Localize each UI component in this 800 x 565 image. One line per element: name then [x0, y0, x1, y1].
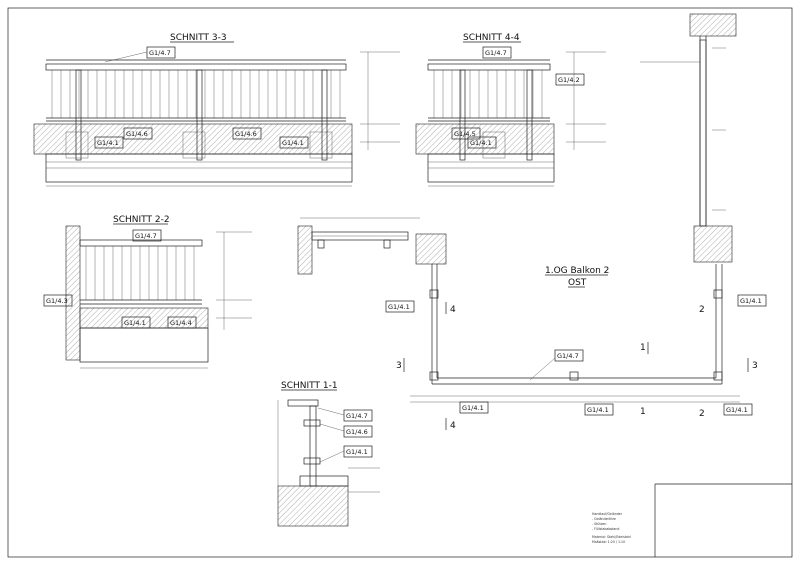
svg-text:4: 4: [450, 421, 456, 431]
section-1-1-title: SCHNITT 1-1: [281, 381, 338, 391]
svg-text:1: 1: [640, 343, 646, 353]
tag-g147-s11: G1/4.7: [317, 407, 373, 422]
section-marker-1-top: 1: [640, 342, 649, 354]
tag-g141-plan-right-bottom: G1/4.1: [723, 403, 753, 416]
tag-g146-s33-a: G1/4.6: [123, 127, 153, 140]
tag-g141-plan-left-top: G1/4.1: [385, 300, 415, 313]
svg-text:G1/4.1: G1/4.1: [726, 406, 748, 414]
svg-text:G1/4.1: G1/4.1: [462, 404, 484, 412]
sheet-border: [7, 7, 793, 558]
svg-text:4: 4: [450, 305, 456, 315]
tag-g141-plan-left-bottom: G1/4.1: [459, 401, 489, 414]
tag-g146-s11: G1/4.6: [319, 423, 373, 438]
svg-text:- Stützen: - Stützen: [592, 522, 606, 526]
svg-text:G1/4.1: G1/4.1: [97, 139, 119, 147]
plan-title: 1.OG Balkon 2: [545, 266, 609, 276]
title-block: Handlauf/Geländer - Geländeröhre - Stütz…: [592, 483, 792, 557]
balcony-plan: 1.OG Balkon 2 OST 4 4 2 2: [396, 233, 758, 431]
tag-g141-plan-mid-bottom: G1/4.1: [584, 403, 614, 416]
svg-text:G1/4.5: G1/4.5: [454, 130, 476, 138]
tag-g141-s22: G1/4.1: [121, 316, 151, 329]
svg-text:G1/4.1: G1/4.1: [388, 303, 410, 311]
section-marker-2-top: 2: [699, 305, 705, 315]
svg-text:G1/4.7: G1/4.7: [135, 232, 157, 240]
tag-g141-s33-b: G1/4.1: [279, 136, 309, 149]
section-3-3-balusters: [51, 70, 341, 118]
tag-g147-s22: G1/4.7: [132, 229, 162, 242]
section-3-3-title: SCHNITT 3-3: [170, 33, 227, 43]
tag-g141-s11: G1/4.1: [319, 445, 373, 463]
section-4-4: SCHNITT 4-4: [415, 33, 606, 187]
section-marker-2-bottom: 2: [699, 409, 705, 419]
section-4-4-balusters: [433, 70, 543, 118]
vertical-detail: [640, 13, 737, 263]
section-marker-3-left: 3: [396, 358, 405, 372]
svg-text:Handlauf/Geländer: Handlauf/Geländer: [592, 512, 623, 516]
svg-text:G1/4.6: G1/4.6: [235, 130, 257, 138]
svg-text:G1/4.6: G1/4.6: [346, 428, 368, 436]
svg-text:G1/4.7: G1/4.7: [346, 412, 368, 420]
svg-text:Maßstab: 1:20 / 1:10: Maßstab: 1:20 / 1:10: [592, 540, 625, 544]
tag-g146-s33-b: G1/4.6: [232, 127, 262, 140]
tag-g147-plan: G1/4.7: [529, 349, 584, 381]
tag-g141-s33-a: G1/4.1: [94, 136, 124, 149]
svg-text:3: 3: [396, 361, 402, 371]
tag-g141-s44: G1/4.1: [467, 136, 497, 149]
tag-g141-plan-right-top: G1/4.1: [737, 294, 767, 307]
svg-text:G1/4.6: G1/4.6: [126, 130, 148, 138]
svg-text:G1/4.1: G1/4.1: [587, 406, 609, 414]
svg-text:G1/4.7: G1/4.7: [485, 49, 507, 57]
tag-g143-s22: G1/4.3: [43, 294, 73, 307]
section-2-2-balusters: [85, 246, 195, 300]
section-4-4-title: SCHNITT 4-4: [463, 33, 520, 43]
svg-text:G1/4.4: G1/4.4: [170, 319, 192, 327]
svg-text:G1/4.2: G1/4.2: [558, 76, 580, 84]
section-marker-3-right: 3: [747, 358, 758, 372]
section-2-2: SCHNITT 2-2: [65, 215, 252, 369]
tag-g142-s44: G1/4.2: [555, 73, 585, 86]
tag-g145-s44: G1/4.5: [451, 127, 481, 140]
svg-text:G1/4.7: G1/4.7: [149, 49, 171, 57]
section-marker-1-bottom: 1: [640, 407, 646, 417]
tag-g144-s22: G1/4.4: [167, 316, 197, 329]
svg-text:G1/4.7: G1/4.7: [557, 352, 579, 360]
svg-text:Material: Stahl/Edelstahl: Material: Stahl/Edelstahl: [592, 535, 631, 539]
section-2-2-title: SCHNITT 2-2: [113, 215, 170, 225]
svg-text:G1/4.1: G1/4.1: [470, 139, 492, 147]
plan-subtitle: OST: [568, 278, 587, 288]
section-3-3: SCHNITT 3-3: [33, 33, 400, 187]
svg-text:G1/4.1: G1/4.1: [282, 139, 304, 147]
section-marker-4-bottom: 4: [445, 418, 456, 431]
top-plan-detail: [297, 217, 420, 275]
svg-text:1: 1: [640, 407, 646, 417]
tag-g147-s33: G1/4.7: [104, 46, 176, 63]
svg-text:2: 2: [699, 305, 705, 315]
svg-text:G1/4.1: G1/4.1: [740, 297, 762, 305]
svg-text:G1/4.1: G1/4.1: [346, 448, 368, 456]
section-marker-4-top: 4: [445, 302, 456, 315]
svg-text:- Füllstababstand: - Füllstababstand: [592, 527, 619, 531]
svg-text:3: 3: [752, 361, 758, 371]
svg-text:G1/4.3: G1/4.3: [46, 297, 68, 305]
svg-text:2: 2: [699, 409, 705, 419]
section-1-1: SCHNITT 1-1: [277, 381, 380, 527]
tag-g147-s44: G1/4.7: [482, 46, 512, 59]
svg-text:G1/4.1: G1/4.1: [124, 319, 146, 327]
svg-text:- Geländeröhre: - Geländeröhre: [592, 517, 616, 521]
